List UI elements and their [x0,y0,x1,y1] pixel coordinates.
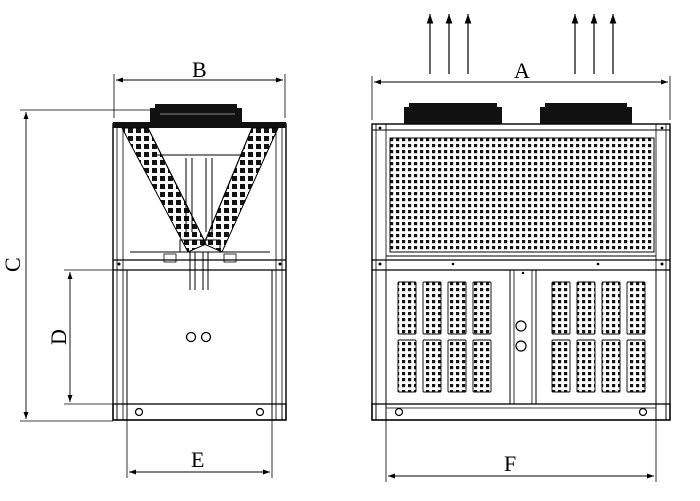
fan-icon [150,104,242,124]
side-view: B [0,57,287,478]
louvers-left [397,281,492,393]
condenser-coil-mesh [389,137,655,253]
fan-icon [540,103,632,124]
front-base [371,403,671,421]
louvers-right [551,281,646,393]
dimension-label-f: F [504,451,516,476]
dimension-d: D [46,269,127,405]
dimension-f: F [385,404,657,482]
dimension-c: C [0,109,150,422]
dimension-label-d: D [46,329,71,345]
airflow-arrows-left [426,14,472,74]
dimension-label-c: C [0,257,25,272]
dimension-label-a: A [514,58,530,83]
dimension-label-b: B [192,57,207,82]
dimension-a: A [371,58,671,120]
v-coil [121,127,279,290]
dimension-e: E [126,404,273,478]
side-base [112,403,287,421]
airflow-arrows-right [571,14,617,74]
fan-icon [404,103,502,124]
front-view: A [371,14,671,482]
dimension-b: B [113,57,286,118]
dimension-label-e: E [191,447,204,472]
